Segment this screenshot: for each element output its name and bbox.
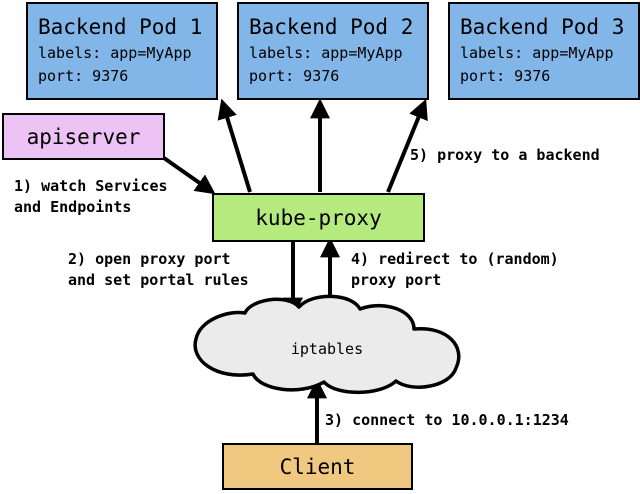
node-apiserver[interactable]: apiserver	[2, 113, 165, 160]
node-client[interactable]: Client	[222, 443, 413, 490]
step-1-label-line2: and Endpoints	[14, 197, 131, 218]
step-2-line-1: 2) open proxy port	[68, 250, 231, 268]
pod1-title: Backend Pod 1	[38, 15, 203, 39]
pod3-labels: labels: app=MyApp	[460, 44, 614, 62]
pod3-title: Backend Pod 3	[460, 15, 625, 39]
apiserver-label: apiserver	[26, 124, 141, 149]
client-label: Client	[279, 454, 356, 479]
step-2-label-line2: and set portal rules	[68, 270, 249, 291]
step-1-line-1: 1) watch Services	[14, 177, 168, 195]
pod1-port: port: 9376	[38, 67, 129, 85]
node-backend-pod-3[interactable]: Backend Pod 3 labels: app=MyApp port: 93…	[448, 2, 640, 100]
pod3-port: port: 9376	[460, 67, 551, 85]
step-3-line-1: 3) connect to 10.0.0.1:1234	[325, 411, 569, 429]
pod2-port: port: 9376	[249, 67, 340, 85]
step-2-label: 2) open proxy port	[68, 249, 231, 270]
step-4-line-2: proxy port	[351, 271, 442, 289]
iptables-label: iptables	[290, 340, 364, 358]
step-5-label: 5) proxy to a backend	[410, 145, 600, 166]
pod1-labels: labels: app=MyApp	[38, 44, 192, 62]
node-backend-pod-2[interactable]: Backend Pod 2 labels: app=MyApp port: 93…	[237, 2, 429, 100]
edge-kube-proxy-to-pod1	[217, 98, 252, 193]
kube-proxy-label: kube-proxy	[255, 205, 382, 230]
pod2-title: Backend Pod 2	[249, 15, 414, 39]
step-3-label: 3) connect to 10.0.0.1:1234	[325, 410, 569, 431]
pod2-labels: labels: app=MyApp	[249, 44, 403, 62]
edge-apiserver-to-kube-proxy	[162, 156, 216, 195]
step-4-line-1: 4) redirect to (random)	[351, 250, 559, 268]
step-2-line-2: and set portal rules	[68, 271, 249, 289]
step-4-label: 4) redirect to (random)	[351, 249, 559, 270]
node-iptables[interactable]: iptables	[192, 340, 462, 360]
node-backend-pod-1[interactable]: Backend Pod 1 labels: app=MyApp port: 93…	[26, 2, 218, 100]
step-4-label-line2: proxy port	[351, 270, 441, 291]
step-5-line-1: 5) proxy to a backend	[410, 146, 600, 164]
step-1-label: 1) watch Services	[14, 176, 168, 197]
node-kube-proxy[interactable]: kube-proxy	[212, 193, 425, 242]
step-1-line-2: and Endpoints	[14, 198, 132, 216]
